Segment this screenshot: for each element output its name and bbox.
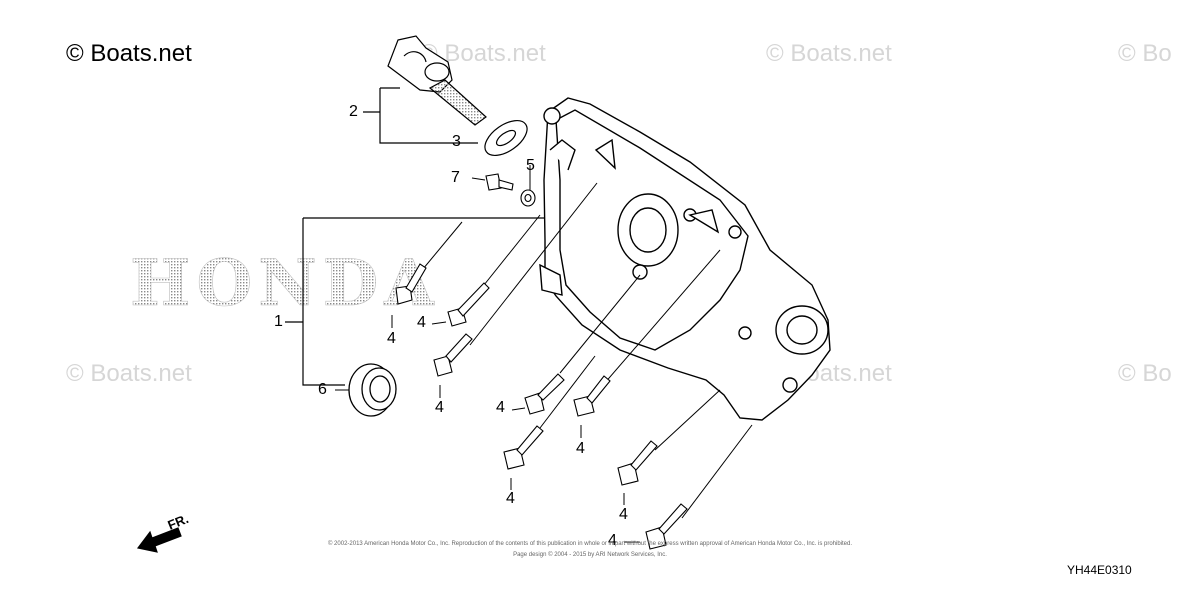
callout-4: 4 — [608, 532, 617, 549]
bolt-4-g — [617, 440, 658, 486]
callout-4: 4 — [619, 506, 628, 523]
callout-7: 7 — [451, 169, 460, 186]
bolt-4-a — [395, 263, 427, 305]
copyright-line-1: © 2002-2013 American Honda Motor Co., In… — [327, 541, 853, 547]
callout-3: 3 — [452, 133, 461, 150]
bolt-4-f — [503, 425, 544, 470]
bracket-1 — [285, 217, 550, 386]
watermark: © Boats.net — [66, 360, 192, 387]
bolt-4-b — [447, 282, 490, 327]
callout-4: 4 — [417, 314, 426, 331]
watermark: © Bo — [1118, 40, 1172, 67]
callout-4: 4 — [496, 399, 505, 416]
bolt-4-h — [645, 503, 688, 550]
bracket-2 — [363, 87, 478, 144]
oil-seal-part — [348, 363, 397, 417]
washer-part — [484, 119, 528, 157]
callout-6: 6 — [318, 381, 327, 398]
copyright-line-2: Page design © 2004 - 2015 by ARI Network… — [513, 552, 667, 558]
bolt-7-part — [485, 173, 514, 191]
callout-2: 2 — [349, 103, 358, 120]
watermark: © Boats.net — [766, 40, 892, 67]
watermark-main: © Boats.net — [66, 40, 192, 67]
front-indicator-label: FR. — [166, 511, 191, 533]
nut-5-part — [520, 189, 536, 207]
bolt-4-e — [573, 375, 611, 417]
callout-4: 4 — [387, 330, 396, 347]
callout-4: 4 — [506, 490, 515, 507]
bolt-4-c — [433, 333, 473, 377]
diagram-code: YH44E0310 — [1067, 563, 1132, 577]
watermark: © Bo — [1118, 360, 1172, 387]
front-arrow-icon — [136, 527, 182, 553]
bolt-4-d — [524, 373, 565, 415]
oil-dipstick-part — [387, 35, 487, 126]
callout-4: 4 — [576, 440, 585, 457]
callout-4: 4 — [435, 399, 444, 416]
honda-brand-watermark: HONDA — [130, 246, 440, 321]
callout-1: 1 — [274, 313, 283, 330]
leader-lines — [335, 165, 753, 543]
callout-5: 5 — [526, 157, 535, 174]
crankcase-cover-part — [539, 97, 831, 421]
